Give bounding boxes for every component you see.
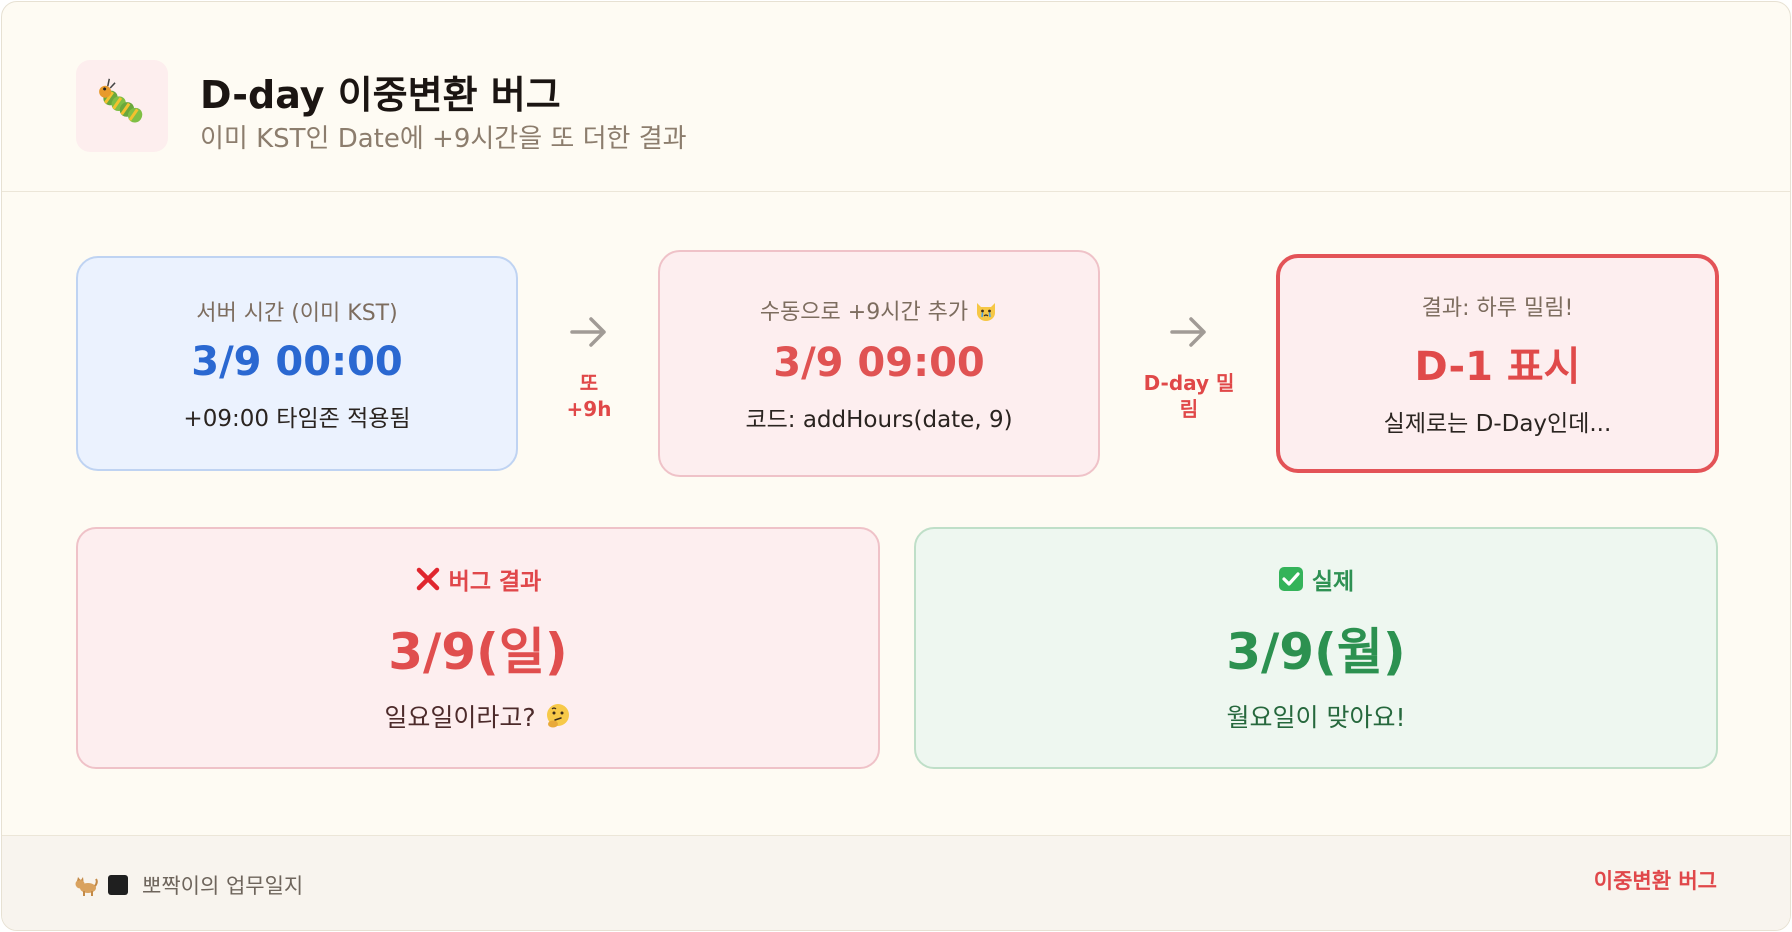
arrow-add-9h-note: 또 +9h: [529, 370, 649, 422]
arrow-note-line: 또: [579, 371, 599, 395]
manual-add-value: 3/9 09:00: [773, 339, 985, 386]
logo-badge: [76, 60, 168, 152]
crying-cat-icon: [974, 298, 998, 322]
bug-result-note: 일요일이라고?: [384, 698, 571, 734]
header: D-day 이중변환 버그 이미 KST인 Date에 +9시간을 또 더한 결…: [2, 2, 1790, 192]
arrow-right-icon: [1129, 315, 1249, 356]
server-time-desc: +09:00 타임존 적용됨: [183, 405, 411, 432]
footer-brand: 뽀짝이의 업무일지: [74, 870, 303, 900]
manual-add-desc: 코드: addHours(date, 9): [745, 406, 1013, 433]
cat-icon: [74, 873, 98, 897]
arrow-note-line: +9h: [566, 397, 612, 421]
actual-result-note: 월요일이 맞아요!: [1227, 698, 1406, 734]
result-shift-label: 결과: 하루 밀림!: [1421, 295, 1574, 321]
actual-result-heading-text: 실제: [1311, 569, 1355, 595]
actual-result-heading: 실제: [1278, 562, 1354, 596]
bug-result-heading: 버그 결과: [415, 562, 542, 596]
footer-text: 뽀짝이의 업무일지: [142, 874, 304, 898]
actual-result-value: 3/9(월): [1226, 623, 1406, 681]
bug-result-heading-text: 버그 결과: [448, 569, 542, 595]
check-mark-icon: [1278, 566, 1304, 592]
black-square-icon: [106, 873, 130, 897]
server-time-value: 3/9 00:00: [191, 338, 403, 385]
caterpillar-bug-icon: [99, 78, 143, 123]
server-time-box: 서버 시간 (이미 KST) 3/9 00:00 +09:00 타임존 적용됨: [76, 256, 518, 471]
bug-result-panel: 버그 결과 3/9(일) 일요일이라고?: [76, 527, 880, 769]
actual-result-panel: 실제 3/9(월) 월요일이 맞아요!: [914, 527, 1718, 769]
page-subtitle: 이미 KST인 Date에 +9시간을 또 더한 결과: [200, 124, 687, 154]
arrow-dday-shift: D-day 밀 림: [1129, 315, 1249, 422]
arrow-note-line: 림: [1179, 397, 1199, 421]
bug-result-note-text: 일요일이라고?: [384, 703, 536, 732]
bug-result-value: 3/9(일): [388, 623, 568, 681]
thinking-face-icon: [544, 702, 572, 730]
result-shift-box: 결과: 하루 밀림! D-1 표시 실제로는 D-Day인데...: [1276, 254, 1719, 473]
manual-add-box: 수동으로 +9시간 추가 3/9 09:00 코드: addHours(date…: [658, 250, 1100, 477]
server-time-label: 서버 시간 (이미 KST): [196, 300, 398, 326]
arrow-add-9h: 또 +9h: [529, 315, 649, 422]
cross-mark-icon: [415, 566, 441, 592]
actual-result-note-text: 월요일이 맞아요!: [1226, 703, 1406, 732]
arrow-dday-shift-note: D-day 밀 림: [1129, 370, 1249, 422]
page-title: D-day 이중변환 버그: [200, 73, 561, 117]
manual-add-label: 수동으로 +9시간 추가: [760, 294, 998, 326]
manual-add-label-text: 수동으로 +9시간 추가: [759, 299, 969, 325]
arrow-note-line: D-day 밀: [1143, 371, 1235, 395]
footer: 뽀짝이의 업무일지 이중변환 버그: [2, 835, 1790, 930]
result-shift-value: D-1 표시: [1414, 343, 1581, 390]
arrow-right-icon: [529, 315, 649, 356]
footer-tag: 이중변환 버그: [1593, 869, 1717, 893]
result-shift-desc: 실제로는 D-Day인데...: [1383, 410, 1612, 437]
